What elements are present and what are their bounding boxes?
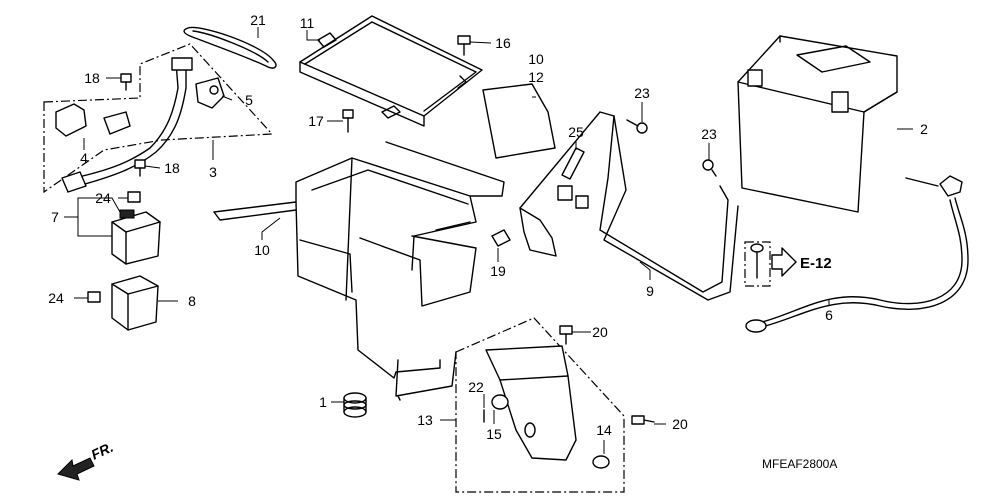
callout-20-upper: 20 (592, 324, 608, 340)
part-3-harness-assembly (43, 43, 274, 194)
callout-20-lower: 20 (672, 416, 688, 432)
drawing-code: MFEAF2800A (762, 457, 837, 471)
callout-17: 17 (308, 113, 324, 129)
callout-16: 16 (495, 35, 511, 51)
callout-10-upper: 10 (528, 51, 544, 67)
part-9-bracket (519, 111, 739, 301)
part-25-collar (561, 147, 585, 180)
callout-4: 4 (80, 150, 88, 166)
part-8-relay-cover (111, 275, 159, 331)
callout-6: 6 (825, 307, 833, 323)
part-2-battery (737, 35, 898, 213)
callout-9: 9 (646, 283, 654, 299)
part-e12-bolt (744, 241, 797, 287)
callout-12: 12 (528, 69, 544, 85)
part-17-bolt (342, 109, 354, 133)
part-24-connector-lower (87, 291, 101, 303)
callout-11: 11 (300, 15, 315, 31)
part-20-screw-lower (631, 415, 655, 425)
part-12-pad (482, 83, 556, 159)
callout-8: 8 (188, 293, 196, 309)
callout-23-lower: 23 (701, 126, 717, 142)
callout-19: 19 (490, 263, 506, 279)
part-4-terminal-cover (55, 103, 87, 137)
callout-10-lower: 10 (254, 242, 270, 258)
callout-14: 14 (596, 422, 612, 438)
front-direction-arrow (57, 457, 95, 481)
part-13-cover-assembly (455, 317, 625, 493)
callout-18-upper: 18 (84, 70, 100, 86)
part-18-screw-upper (120, 73, 132, 91)
callout-3: 3 (209, 164, 217, 180)
callout-5: 5 (245, 92, 253, 108)
callout-1: 1 (319, 394, 327, 410)
callout-2: 2 (920, 121, 928, 137)
callout-15: 15 (486, 426, 502, 442)
part-1-grommet (343, 392, 367, 418)
part-6-cable (745, 175, 969, 333)
part-20-screw-upper (559, 325, 573, 345)
part-23-bolt-upper (626, 119, 648, 134)
leader-lines (64, 27, 913, 454)
callout-24-lower: 24 (48, 290, 64, 306)
callout-13: 13 (417, 412, 433, 428)
part-16-bolt (457, 35, 471, 56)
callout-22: 22 (468, 379, 484, 395)
reference-e12: E-12 (800, 255, 832, 272)
part-24-connector-upper (127, 191, 141, 203)
callout-18-lower: 18 (164, 160, 180, 176)
callout-24-upper: 24 (95, 190, 111, 206)
part-7-starter-relay (111, 209, 161, 265)
part-10-battery-box (213, 141, 505, 401)
part-5-terminal-cover (195, 77, 225, 109)
part-23-bolt-lower (702, 159, 717, 177)
reference-arrow (771, 247, 797, 277)
callout-7: 7 (51, 209, 59, 225)
front-direction-label: FR. (89, 439, 116, 463)
part-19-clip (491, 229, 511, 247)
part-11-battery-tray (299, 15, 483, 127)
part-21-strap (183, 26, 277, 69)
callout-23-upper: 23 (634, 85, 650, 101)
callout-21: 21 (250, 12, 266, 28)
part-18-screw-lower (134, 159, 146, 177)
callout-25: 25 (568, 124, 584, 140)
